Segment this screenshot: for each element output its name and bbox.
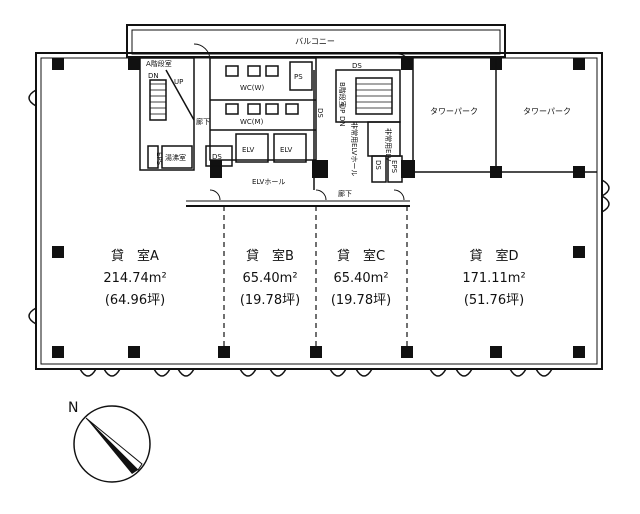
- columns: [52, 58, 585, 358]
- stair-b-label: B階段室: [338, 82, 347, 108]
- tower-park-2: タワーパーク: [523, 107, 571, 116]
- room-d-tsubo: (51.76坪): [464, 293, 524, 308]
- corridor-left-label: 廊下: [196, 117, 210, 126]
- pantry-label: 湯沸室: [165, 153, 186, 162]
- room-c-tsubo: (19.78坪): [331, 293, 391, 308]
- room-a: 貸 室A 214.74m² (64.96坪): [103, 248, 166, 308]
- core-walls: [139, 57, 597, 190]
- corridor-bottom-label: 廊下: [338, 189, 352, 198]
- tenant-divisions: [223, 206, 408, 352]
- room-b-name: 貸 室B: [246, 248, 294, 264]
- stair-b-dn: DN: [338, 116, 346, 127]
- compass-n-label: N: [68, 400, 78, 416]
- doors: [193, 43, 411, 201]
- room-c-name: 貸 室C: [337, 248, 385, 264]
- ds-right-label: DS: [374, 160, 382, 170]
- balcony-outline: [126, 24, 506, 58]
- window-bumps: [28, 89, 610, 377]
- room-d-area: 171.11m²: [462, 271, 525, 286]
- eps-right-label: EPS: [390, 160, 398, 174]
- room-d-name: 貸 室D: [469, 248, 518, 264]
- elv-hall-label: ELVホール: [252, 178, 285, 186]
- emergency-hall-label: 非常用ELVホール: [350, 122, 359, 176]
- room-b-area: 65.40m²: [242, 271, 297, 286]
- ds-top-label: DS: [352, 62, 362, 70]
- north-compass-icon: N: [68, 400, 151, 483]
- elv-2-label: ELV: [280, 146, 293, 154]
- ds-left-label: DS: [212, 153, 222, 161]
- room-a-name: 貸 室A: [111, 248, 159, 264]
- stair-a-up: UP: [174, 78, 183, 86]
- room-a-area: 214.74m²: [103, 271, 166, 286]
- stair-a-dn: DN: [148, 72, 159, 80]
- emergency-elv-label: 非常用ELV: [384, 128, 393, 162]
- room-c-area: 65.40m²: [333, 271, 388, 286]
- eps-left-label: EPS: [155, 152, 163, 166]
- outer-wall: [35, 52, 603, 370]
- balcony-label: バルコニー: [295, 37, 335, 46]
- room-a-tsubo: (64.96坪): [105, 293, 165, 308]
- wc-women-label: WC(W): [240, 84, 264, 92]
- room-b-tsubo: (19.78坪): [240, 293, 300, 308]
- ds-mid-label: DS: [316, 108, 324, 118]
- room-c: 貸 室C 65.40m² (19.78坪): [331, 248, 391, 308]
- wc-men-label: WC(M): [240, 118, 264, 126]
- ps-label: PS: [294, 73, 303, 81]
- tower-park-1: タワーパーク: [430, 107, 478, 116]
- stair-a-label: A階段室: [146, 59, 172, 68]
- room-d: 貸 室D 171.11m² (51.76坪): [462, 248, 525, 308]
- room-b: 貸 室B 65.40m² (19.78坪): [240, 248, 300, 308]
- stair-b-up: UP: [338, 104, 346, 113]
- elv-1-label: ELV: [242, 146, 255, 154]
